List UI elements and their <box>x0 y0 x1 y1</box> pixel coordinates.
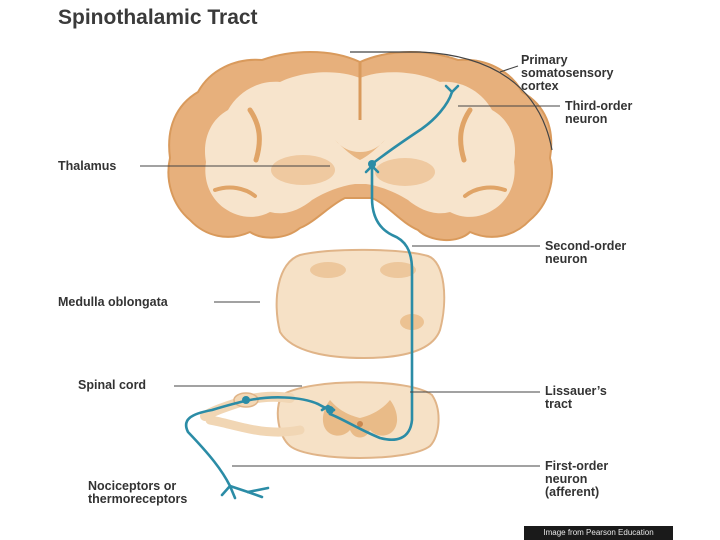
third-order-cell-body <box>368 160 376 168</box>
cortex-terminal-1 <box>444 84 454 94</box>
cortex-terminal-2 <box>450 84 460 94</box>
label-spinal-cord: Spinal cord <box>78 378 147 392</box>
leader-lines <box>140 65 560 467</box>
first-order-cell-body <box>242 396 250 404</box>
spinal-cord-section <box>200 381 440 459</box>
receptor-branch-4 <box>246 486 270 494</box>
sulcus-4 <box>213 185 257 198</box>
medulla-section <box>275 248 446 360</box>
first-order-neuron <box>184 396 332 488</box>
receptor-branch-1 <box>220 484 232 497</box>
receptor-branch-5 <box>246 490 264 499</box>
neuron-pathway <box>184 84 460 500</box>
medulla-outline <box>275 248 446 360</box>
sulcus-1 <box>247 107 262 163</box>
thalamus-right <box>375 158 435 186</box>
ventricle <box>335 140 385 160</box>
label-second-order-neuron: Second-order neuron <box>545 239 627 266</box>
receptor-branch-2 <box>228 484 237 500</box>
central-canal <box>357 421 363 427</box>
sulcus-5 <box>463 185 507 198</box>
receptor-branch-3 <box>228 484 250 494</box>
cortex-bracket <box>350 51 553 151</box>
diagram-title: Spinothalamic Tract <box>58 6 258 29</box>
third-order-neuron <box>370 90 454 166</box>
leader-cortex <box>499 65 519 73</box>
medulla-nucleus-left <box>310 262 346 278</box>
brain-section <box>167 51 553 241</box>
sulcus-2 <box>458 107 473 163</box>
label-third-order-neuron: Third-order neuron <box>565 99 633 126</box>
gray-matter <box>322 400 398 438</box>
label-nociceptors-thermoreceptors: Nociceptors or thermoreceptors <box>88 479 188 506</box>
image-credit: Image from Pearson Education <box>524 526 673 540</box>
label-lissauers-tract: Lissauer’s tract <box>545 384 607 411</box>
second-order-cell-body <box>326 406 334 414</box>
thalamus-left <box>271 155 335 185</box>
second-order-neuron <box>328 166 414 441</box>
label-first-order-neuron: First-order neuron (afferent) <box>545 459 609 499</box>
label-thalamus: Thalamus <box>58 159 117 173</box>
label-primary-somatosensory-cortex: Primary somatosensory cortex <box>521 53 614 93</box>
medulla-nucleus-right <box>380 262 416 278</box>
ventral-root <box>205 415 305 437</box>
label-medulla-oblongata: Medulla oblongata <box>58 295 168 309</box>
